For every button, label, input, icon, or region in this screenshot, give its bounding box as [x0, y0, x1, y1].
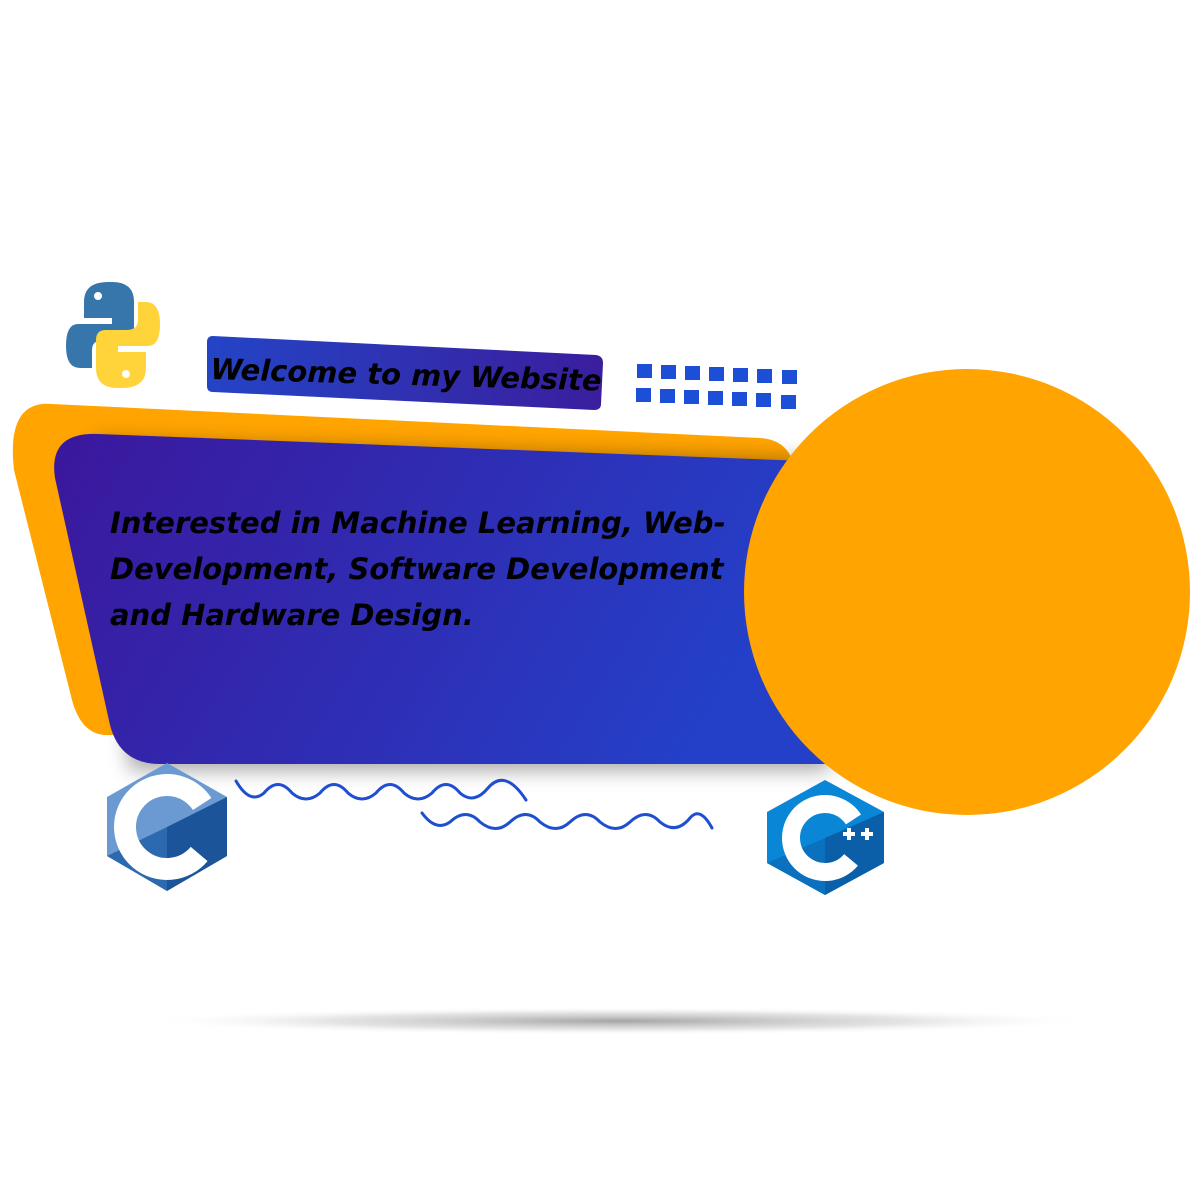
wave-line-upper: [234, 778, 528, 802]
wave-line-lower: [420, 811, 714, 830]
floor-shadow: [140, 1007, 1100, 1035]
welcome-tag: [207, 336, 603, 410]
main-panel: [54, 433, 835, 764]
orange-circle: [744, 369, 1190, 815]
interests-text: Interested in Machine Learning, Web-Deve…: [110, 506, 726, 632]
